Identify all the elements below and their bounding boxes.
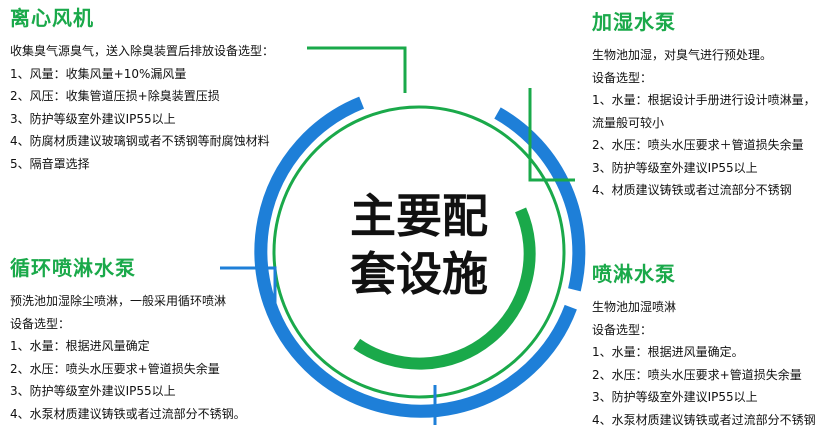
block-line: 3、防护等级室外建议IP55以上 (10, 111, 176, 126)
connector-top-right (528, 88, 575, 182)
block-line: 1、风量：收集风量+10%漏风量 (10, 66, 187, 81)
block-line: 4、防腐材质建议玻璃钢或者不锈钢等耐腐蚀材料 (10, 134, 270, 148)
block-line: 2、风压：收集管道压损+除臭装置压损 (10, 89, 220, 103)
block-line: 5、隔音罩选择 (10, 156, 90, 171)
block-circulating-spray-pump: 循环喷淋水泵 预洗池加湿除尘喷淋，一般采用循环喷淋 设备选型： 1、水量：根据进… (10, 256, 246, 425)
block-line: 1、水量：根据进风量确定。 (592, 345, 744, 359)
outer-ring (272, 105, 566, 399)
blue-arc-right (494, 107, 586, 292)
block-spray-pump: 喷淋水泵 生物池加湿喷淋 设备选型： 1、水量：根据进风量确定。 2、水压：喷头… (592, 262, 816, 431)
block-line: 收集臭气源臭气，送入除臭装置后排放设备选型： (10, 44, 275, 58)
block-line: 1、水量：根据设计手册进行设计喷淋量， (592, 93, 816, 107)
block-line: 1、水量：根据进风量确定 (10, 339, 150, 353)
block-line: 3、防护等级室外建议IP55以上 (592, 390, 758, 404)
block-line: 4、水泵材质建议铸铁或者过流部分不锈钢 (592, 412, 816, 427)
block-line: 2、水压：喷头水压要求+管道损失余量 (592, 367, 802, 382)
block-line: 3、防护等级室外建议IP55以上 (592, 160, 758, 175)
block-title: 加湿水泵 (592, 10, 676, 34)
connector-top-left (307, 46, 407, 93)
block-line: 2、水压：喷头水压要求+管道损失余量 (10, 361, 220, 376)
block-line: 3、防护等级室外建议IP55以上 (10, 384, 176, 398)
blue-arc-left (254, 96, 577, 418)
center-title-line-2: 套设施 (350, 247, 488, 301)
block-line: 设备选型： (10, 316, 71, 331)
connector-bottom-left (220, 266, 277, 320)
center-title-line-1: 主要配 (350, 189, 488, 243)
block-title: 循环喷淋水泵 (10, 256, 136, 280)
block-line: 生物池加湿，对臭气进行预处理。 (592, 48, 773, 62)
block-title: 离心风机 (10, 6, 94, 30)
block-line: 流量般可较小 (592, 115, 665, 130)
block-line: 4、材质建议铸铁或者过流部分不锈钢 (592, 183, 792, 197)
block-line: 预洗池加湿除尘喷淋，一般采用循环喷淋 (10, 294, 227, 308)
block-line: 4、水泵材质建议铸铁或者过流部分不锈钢。 (10, 406, 246, 421)
block-line: 生物池加湿喷淋 (592, 300, 677, 314)
green-arc-inner (353, 207, 536, 370)
block-title: 喷淋水泵 (592, 262, 676, 286)
block-humidifier-pump: 加湿水泵 生物池加湿，对臭气进行预处理。 设备选型： 1、水量：根据设计手册进行… (592, 10, 816, 202)
block-centrifugal-fan: 离心风机 收集臭气源臭气，送入除臭装置后排放设备选型： 1、风量：收集风量+10… (10, 6, 274, 175)
block-line: 设备选型： (592, 70, 653, 85)
block-line: 设备选型： (592, 322, 653, 337)
block-line: 2、水压：喷头水压要求＋管道损失余量 (592, 138, 804, 152)
